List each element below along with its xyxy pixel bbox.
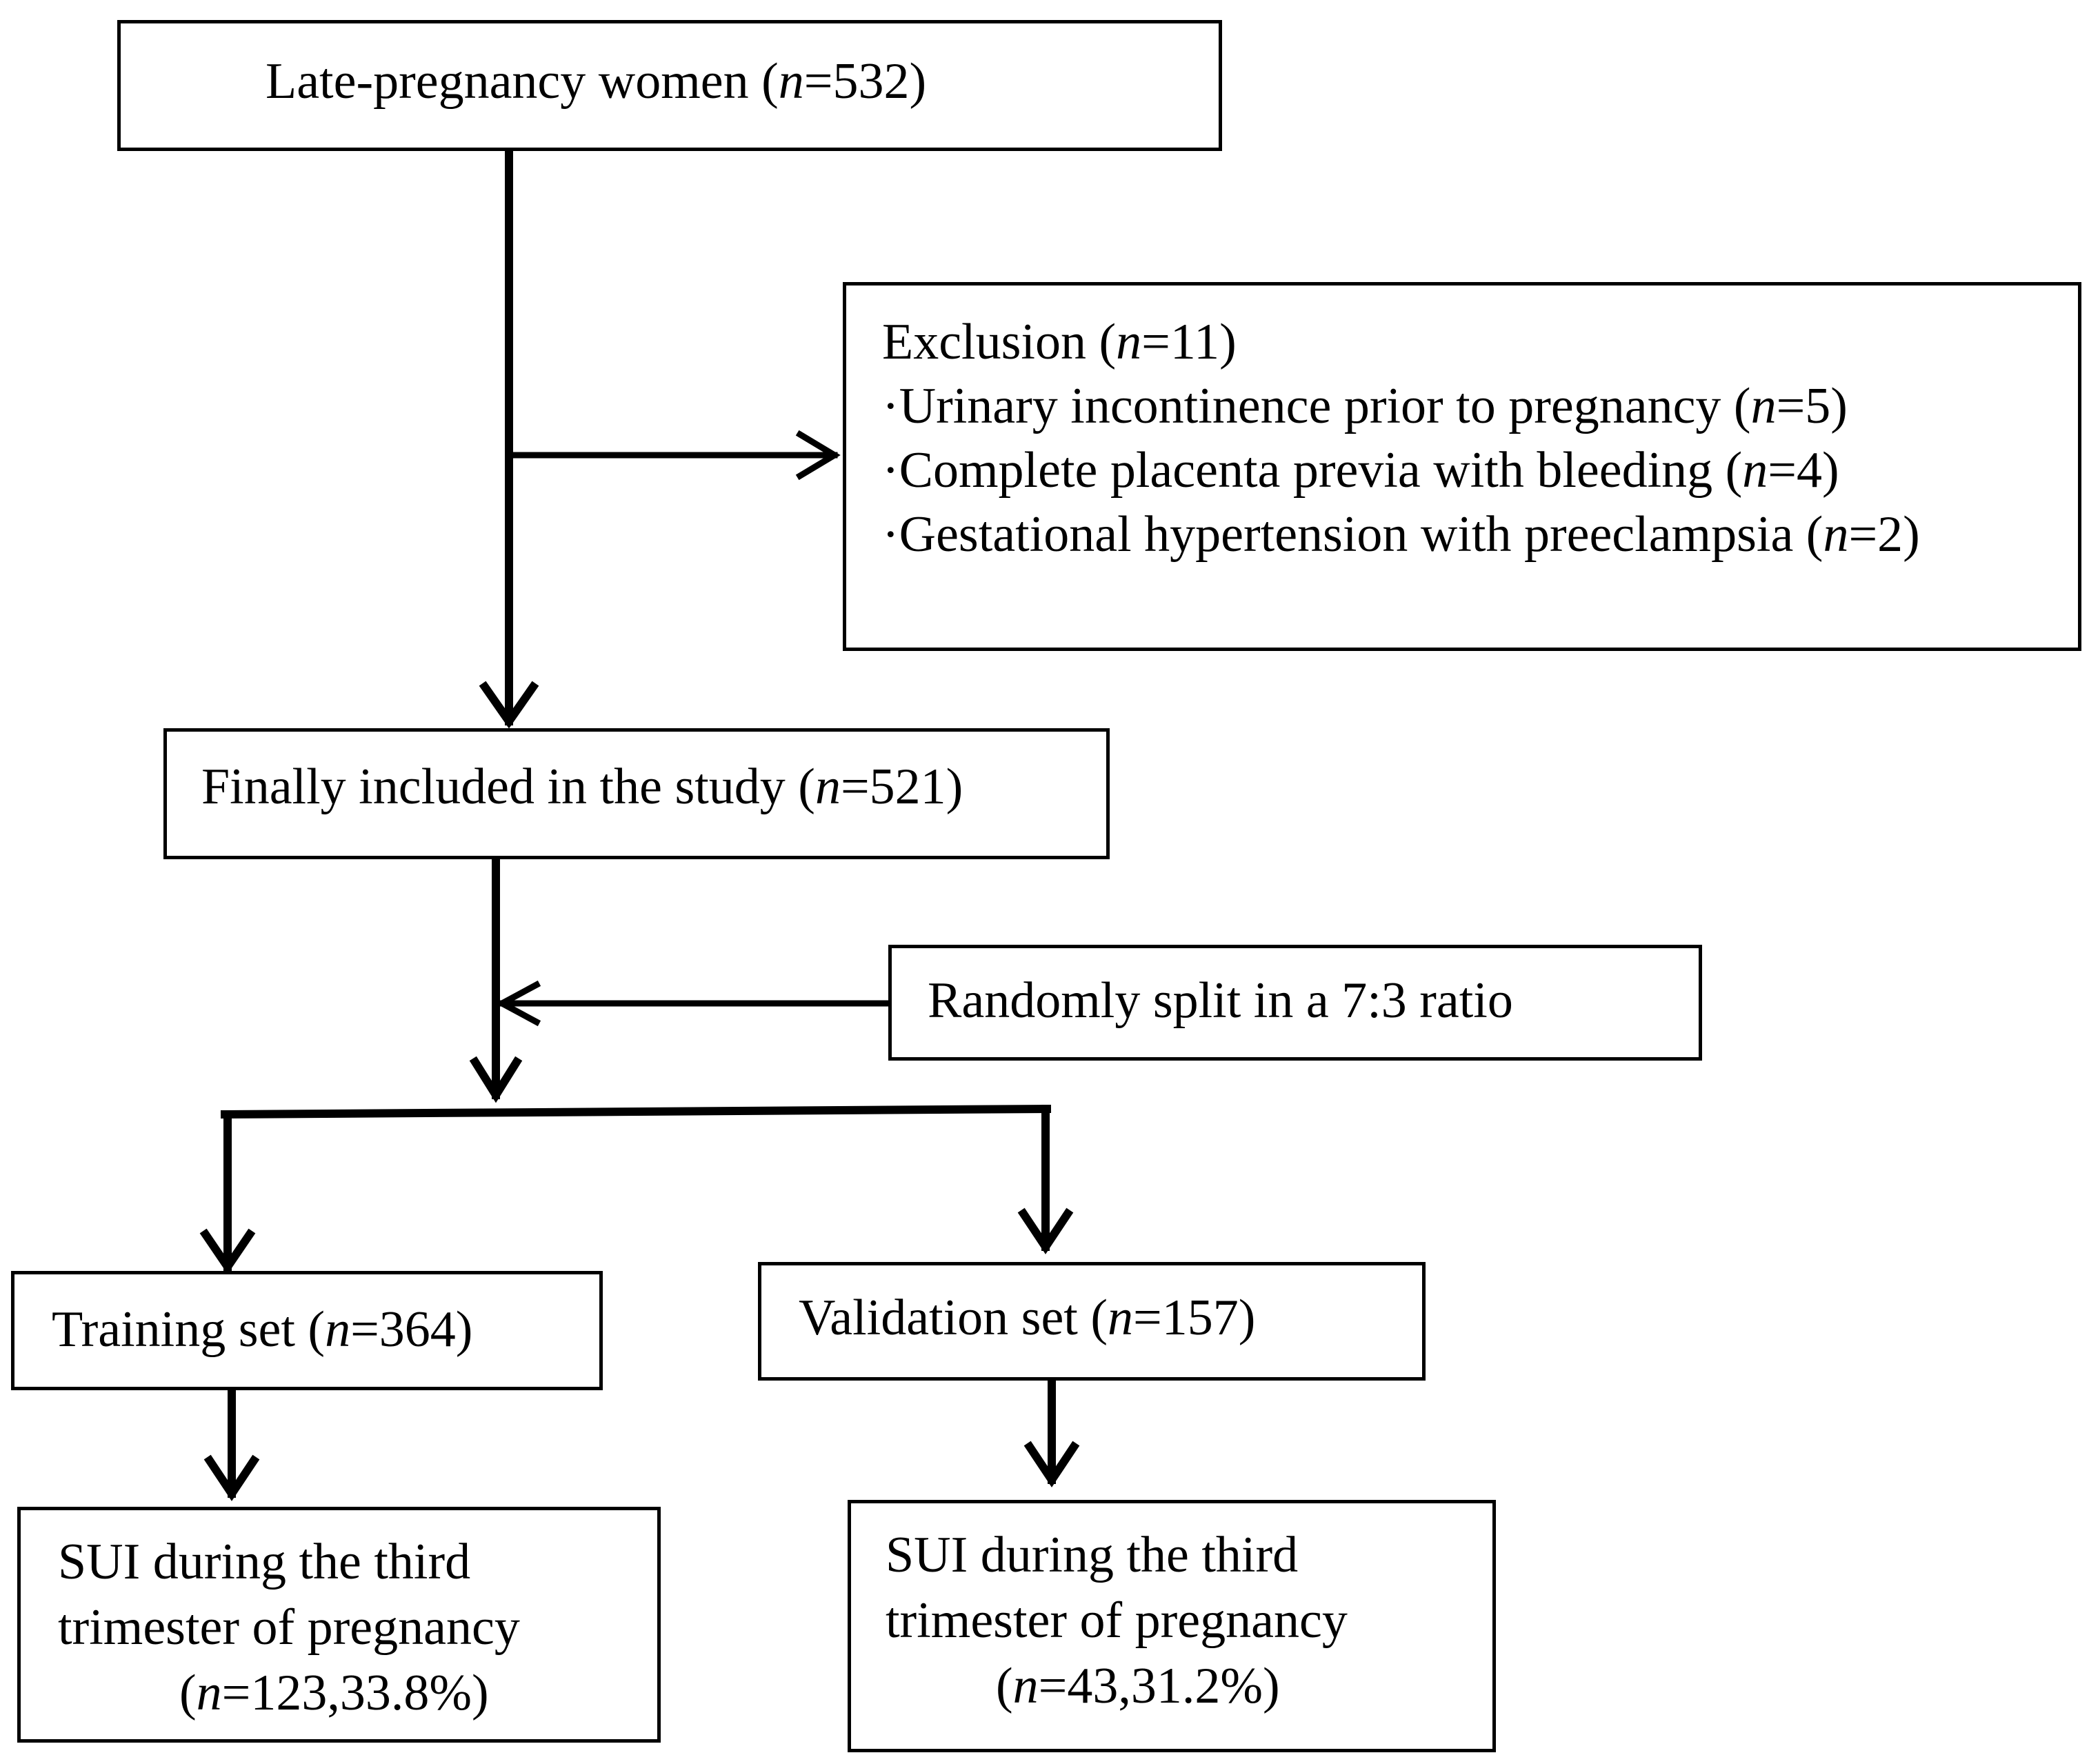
exclusion-item-label: ·Complete placenta previa with bleeding … bbox=[882, 442, 1743, 499]
sui-training-line1: SUI during the third bbox=[58, 1534, 471, 1590]
sui-training-open: ( bbox=[179, 1665, 197, 1721]
exclusion-title-n-value: =11) bbox=[1141, 314, 1237, 370]
validation-n-var: n bbox=[1108, 1290, 1134, 1346]
sui-validation-n-value: =43,31.2%) bbox=[1038, 1658, 1280, 1714]
training-n-value: =364) bbox=[350, 1301, 473, 1358]
arrowhead-from-split bbox=[495, 980, 541, 1027]
exclusion-item-label: ·Gestational hypertension with preeclamp… bbox=[882, 506, 1823, 563]
exclusion-item-n-var: n bbox=[1750, 378, 1777, 434]
split-label: Randomly split in a 7:3 ratio bbox=[928, 972, 1513, 1029]
arrowhead-sui-validation bbox=[1023, 1441, 1080, 1487]
box-random-split: Randomly split in a 7:3 ratio bbox=[888, 945, 1702, 1061]
sui-validation-n-var: n bbox=[1012, 1658, 1039, 1714]
start-n-var: n bbox=[778, 53, 804, 110]
exclusion-item: ·Urinary incontinence prior to pregnancy… bbox=[882, 374, 2078, 439]
box-sui-validation: SUI during the third trimester of pregna… bbox=[848, 1500, 1496, 1752]
exclusion-item-label: ·Urinary incontinence prior to pregnancy… bbox=[882, 378, 1751, 434]
box-finally-included: Finally included in the study (n=521) bbox=[163, 728, 1110, 859]
exclusion-item-n-value: =5) bbox=[1776, 378, 1848, 434]
sui-training-n-var: n bbox=[196, 1665, 222, 1721]
training-label: Training set ( bbox=[52, 1301, 326, 1358]
included-n-value: =521) bbox=[840, 759, 963, 815]
exclusion-item: ·Gestational hypertension with preeclamp… bbox=[882, 503, 2078, 567]
start-label: Late-pregnancy women ( bbox=[266, 53, 779, 110]
exclusion-item-n-value: =2) bbox=[1848, 506, 1920, 563]
start-n-value: =532) bbox=[803, 53, 927, 110]
included-n-var: n bbox=[814, 759, 841, 815]
exclusion-item-n-value: =4) bbox=[1768, 442, 1839, 499]
arrowhead-sui-training bbox=[203, 1454, 260, 1501]
exclusion-title-label: Exclusion ( bbox=[882, 314, 1117, 370]
sui-training-n-value: =123,33.8%) bbox=[221, 1665, 489, 1721]
sui-validation-line2: trimester of pregnancy bbox=[886, 1592, 1348, 1649]
sui-training-line2: trimester of pregnancy bbox=[58, 1599, 520, 1656]
box-late-pregnancy-women: Late-pregnancy women (n=532) bbox=[117, 20, 1222, 151]
sui-validation-open: ( bbox=[996, 1658, 1013, 1714]
exclusion-item-n-var: n bbox=[1823, 506, 1849, 563]
box-validation-set: Validation set (n=157) bbox=[758, 1262, 1426, 1381]
sui-validation-line1: SUI during the third bbox=[886, 1527, 1299, 1583]
arrowhead-exclusion bbox=[795, 430, 841, 481]
sui-training-stat: (n=123,33.8%) bbox=[58, 1661, 657, 1726]
sui-validation-stat: (n=43,31.2%) bbox=[886, 1654, 1492, 1719]
exclusion-title-n-var: n bbox=[1116, 314, 1142, 370]
exclusion-title: Exclusion (n=11) bbox=[882, 310, 2078, 374]
arrowhead-split-down bbox=[469, 1056, 523, 1103]
validation-label: Validation set ( bbox=[799, 1290, 1108, 1346]
training-n-var: n bbox=[325, 1301, 351, 1358]
arrowhead-validation bbox=[1017, 1207, 1074, 1254]
connector-split-bar bbox=[220, 1104, 1052, 1119]
box-training-set: Training set (n=364) bbox=[11, 1271, 603, 1390]
arrowhead-included bbox=[479, 681, 539, 729]
included-label: Finally included in the study ( bbox=[201, 759, 815, 815]
box-exclusion: Exclusion (n=11) ·Urinary incontinence p… bbox=[843, 282, 2081, 651]
validation-n-value: =157) bbox=[1133, 1290, 1256, 1346]
exclusion-item-n-var: n bbox=[1742, 442, 1768, 499]
exclusion-item: ·Complete placenta previa with bleeding … bbox=[882, 439, 2078, 503]
arrowhead-training bbox=[199, 1228, 256, 1274]
box-sui-training: SUI during the third trimester of pregna… bbox=[17, 1507, 661, 1743]
